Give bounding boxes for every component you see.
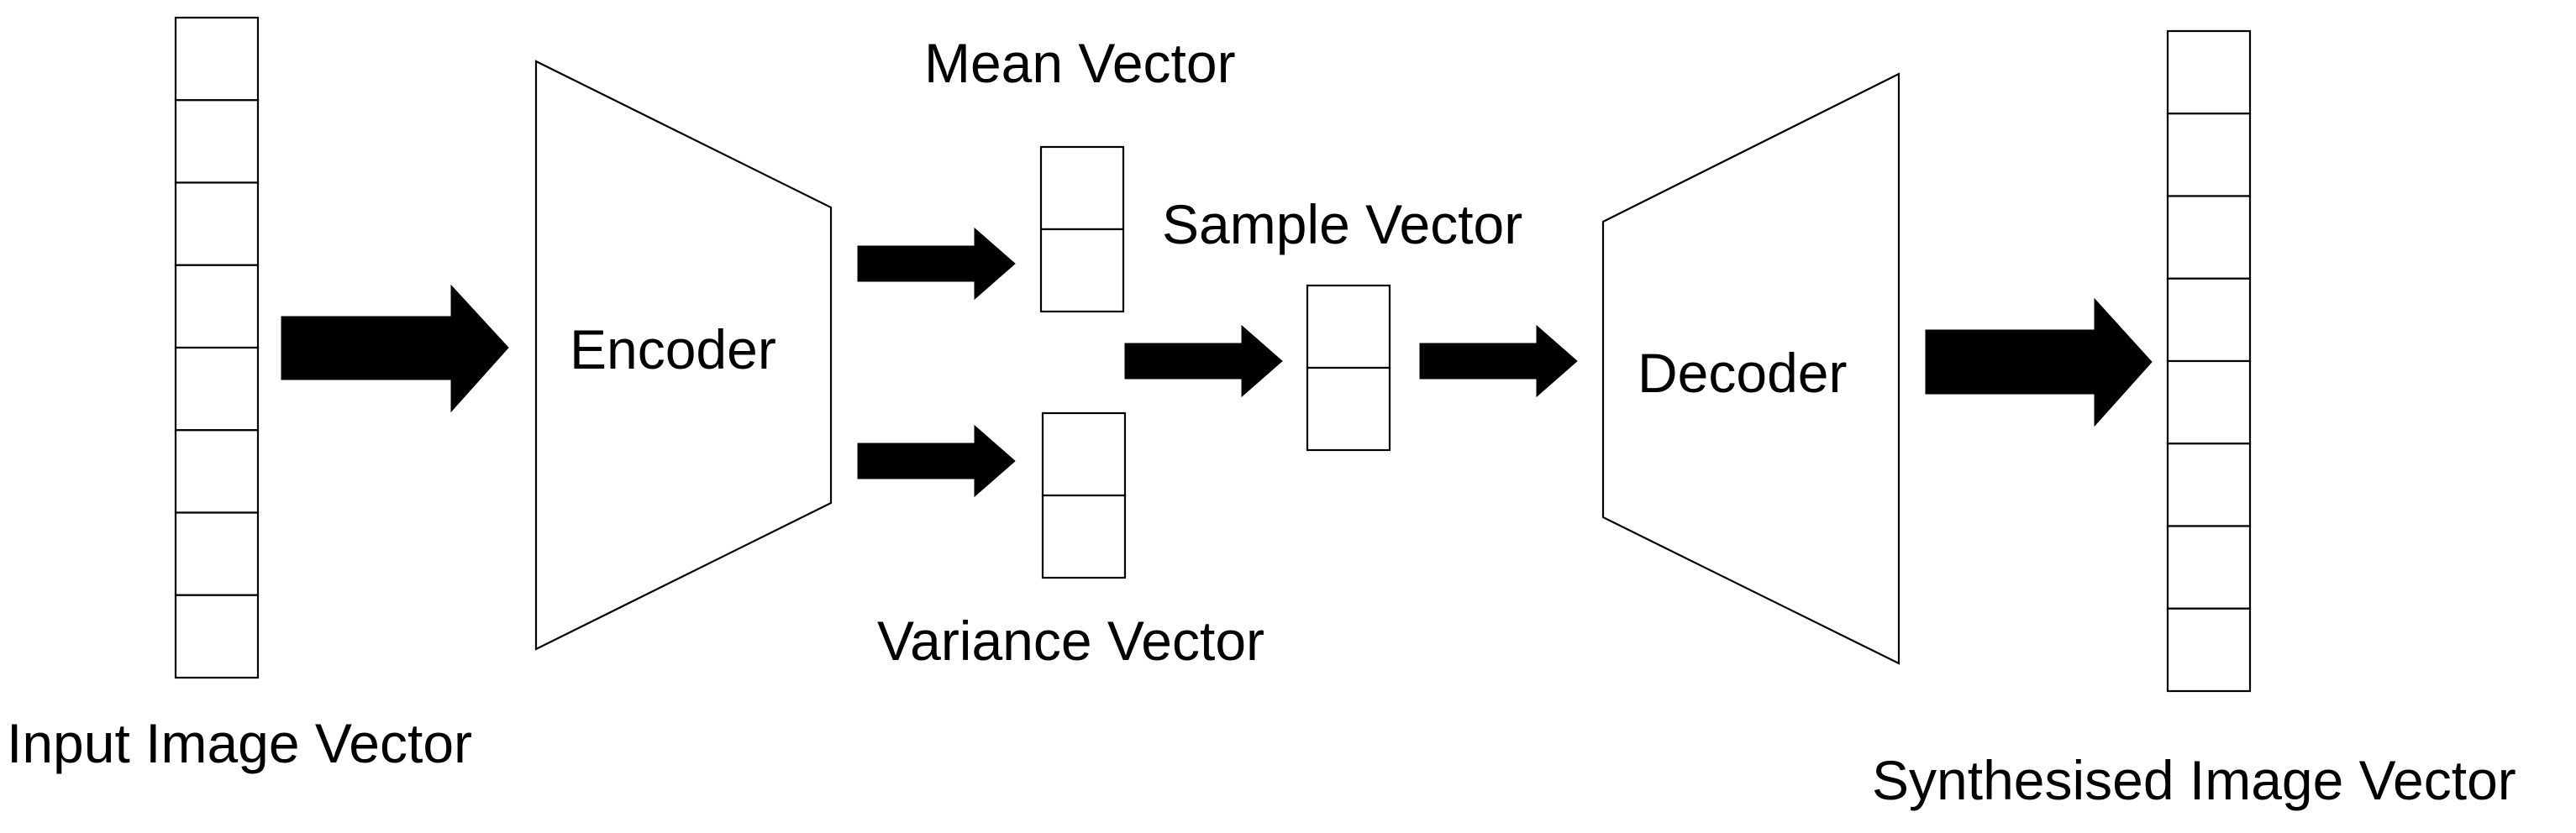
synthesised-image-vector bbox=[2166, 29, 2252, 693]
sample-vector-cell bbox=[1306, 284, 1391, 369]
encoder-block bbox=[534, 60, 833, 651]
synthesised-image-vector-cell bbox=[2166, 195, 2252, 280]
input-image-vector-cell bbox=[174, 594, 260, 679]
synthesised-image-vector-cell bbox=[2166, 29, 2252, 115]
encoder-to-variance-arrow bbox=[857, 424, 1016, 498]
encoder-to-mean-arrow bbox=[857, 227, 1016, 301]
input-image-vector-cell bbox=[174, 346, 260, 432]
mean-vector-label: Mean Vector bbox=[924, 32, 1236, 94]
synthesised-image-vector-label: Synthesised Image Vector bbox=[1872, 749, 2516, 811]
synthesised-image-vector-cell bbox=[2166, 525, 2252, 610]
to-sample-arrow bbox=[1124, 324, 1283, 398]
synthesised-image-vector-cell bbox=[2166, 113, 2252, 197]
input-image-vector-cell bbox=[174, 16, 260, 102]
synthesised-image-vector-cell bbox=[2166, 359, 2252, 445]
input-image-vector-cell bbox=[174, 264, 260, 349]
synthesised-image-vector-cell bbox=[2166, 443, 2252, 527]
variance-vector-label: Variance Vector bbox=[877, 610, 1264, 672]
decoder-label: Decoder bbox=[1638, 342, 1847, 404]
variance-vector-cell bbox=[1041, 411, 1127, 497]
input-image-vector bbox=[174, 16, 260, 679]
sample-vector-label: Sample Vector bbox=[1162, 193, 1522, 255]
synthesised-image-vector-cell bbox=[2166, 607, 2252, 693]
sample-vector bbox=[1306, 284, 1391, 452]
input-image-vector-cell bbox=[174, 429, 260, 514]
sample-vector-cell bbox=[1306, 366, 1391, 452]
decoder-block bbox=[1601, 72, 1900, 665]
variance-vector bbox=[1041, 411, 1127, 579]
input-image-vector-cell bbox=[174, 511, 260, 596]
input-image-vector-cell bbox=[174, 99, 260, 184]
input-image-vector-label: Input Image Vector bbox=[7, 712, 472, 774]
mean-vector-cell bbox=[1039, 145, 1125, 231]
input-image-vector-cell bbox=[174, 181, 260, 266]
mean-vector-cell bbox=[1039, 228, 1125, 313]
input-to-encoder-arrow bbox=[281, 284, 509, 413]
decoder-to-output-arrow bbox=[1925, 297, 2153, 427]
synthesised-image-vector-cell bbox=[2166, 277, 2252, 363]
mean-vector bbox=[1039, 145, 1125, 313]
encoder-label: Encoder bbox=[570, 318, 776, 380]
sample-to-decoder-arrow bbox=[1419, 324, 1578, 398]
variance-vector-cell bbox=[1041, 494, 1127, 579]
